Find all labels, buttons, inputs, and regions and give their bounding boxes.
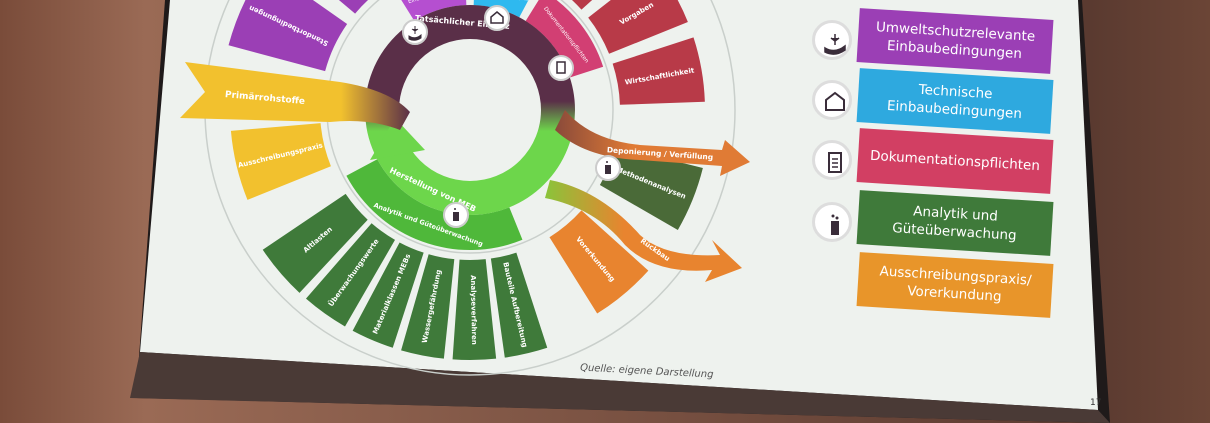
lab-beaker-icon-bubble (606, 161, 608, 163)
hand-plant-icon (812, 20, 852, 60)
document-icon (548, 55, 574, 81)
cycle-arrowhead (370, 118, 425, 160)
legend-label: Ausschreibungspraxis/ Vorerkundung (879, 263, 1032, 305)
lab-beaker-icon (595, 155, 621, 181)
legend-label: Dokumentationspflichten (869, 147, 1041, 175)
box-environment (401, 0, 467, 21)
document-icon-bg (548, 55, 574, 81)
spoke-red (612, 37, 705, 105)
lab-beaker-icon-glyph (605, 165, 611, 174)
spoke-yellow (230, 123, 331, 200)
lab-beaker-icon-bubble (454, 208, 456, 210)
spoke-orange (549, 210, 649, 314)
spoke-red (571, 0, 593, 10)
box-documentation (525, 0, 604, 78)
machine-icon-glyph (490, 11, 504, 24)
flow-landfill (555, 110, 750, 176)
legend-label: Technische Einbaubedingungen (886, 81, 1023, 123)
diagram-label: Analyseverfahren (469, 275, 478, 345)
lab-beaker-icon-glyph (453, 212, 459, 221)
spoke-purple (228, 0, 348, 72)
spoke-red (588, 0, 688, 54)
cycle-diagram: StandortbedingungenEinbauorteAufwandVorg… (180, 0, 750, 376)
legend-label: Analytik und Güteüberwachung (891, 203, 1018, 244)
spoke-green (352, 242, 424, 348)
spoke-green (401, 254, 455, 359)
page-number: 17 (1090, 398, 1102, 408)
flow-demolition (545, 180, 742, 282)
document-icon (812, 140, 852, 180)
hand-plant-icon-glyph (408, 26, 422, 41)
document-icon-glyph (556, 61, 566, 74)
hand-plant-icon (402, 19, 428, 45)
spoke-green (490, 252, 548, 358)
machine-icon-bg (484, 5, 510, 31)
box-analytics (346, 159, 523, 251)
flow-primary-materials (180, 62, 410, 130)
spoke-darkgreen_right (599, 146, 703, 230)
lab-beaker-icon (812, 202, 852, 242)
machine-icon (812, 80, 852, 120)
spoke-green (452, 259, 497, 361)
spoke-green (305, 223, 395, 327)
machine-icon (484, 5, 510, 31)
spoke-green (262, 193, 368, 293)
lab-beaker-icon (443, 202, 469, 228)
spoke-purple (338, 0, 369, 14)
legend-label: Umweltschutzrelevante Einbaubedingungen (875, 18, 1036, 63)
screen-bottom-edge (130, 352, 1110, 423)
